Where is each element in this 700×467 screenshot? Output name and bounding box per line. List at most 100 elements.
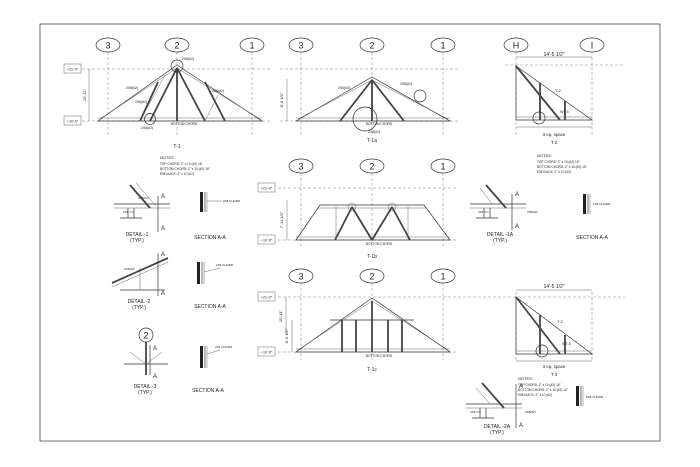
section-marker: A <box>515 224 519 230</box>
spacing-note: 3 eq. space <box>543 132 566 137</box>
notes-line: TOP CHORD: 2" x 10 (#2) 16" <box>537 160 580 164</box>
section-marker: A <box>161 291 165 297</box>
grid-label: 2 <box>369 162 374 172</box>
height-dimension: 10'-11" <box>278 309 283 322</box>
notes-line: BOTTOM CHORD: 2" x 10 (#2) 16" <box>160 167 210 171</box>
section-callout: 2X8 CHORD <box>223 199 241 203</box>
member-label: 2X8(#2) <box>368 130 380 134</box>
member-label: T-2 <box>557 319 564 324</box>
detail-2a: A A 2X8 T.C. 2X8(#2) DETAIL -2A (TYP.) <box>466 382 536 436</box>
member-label: BOTTOM CHORD <box>366 354 393 358</box>
detail-title: DETAIL -2A <box>484 424 511 430</box>
notes-heading: NOTES: <box>160 155 175 160</box>
notes-line: TOP CHORD: 2" x 10 (#2) 16" <box>160 162 203 166</box>
grid-label: 3 <box>298 272 303 282</box>
grid-label: 2 <box>174 41 179 51</box>
section-marker: A <box>153 346 157 352</box>
notes-block: NOTES: TOP CHORD: 2" x 10 (#2) 16" BOTTO… <box>160 155 210 176</box>
member-label: WT-5 <box>560 110 569 114</box>
section-callout: 2X6 CHORD <box>216 263 234 267</box>
section-title: SECTION A-A <box>194 235 226 241</box>
elevation-tag: +10'-6" <box>261 239 273 243</box>
truss-label: T-1c <box>367 367 377 373</box>
detail-1: A A 2X8 T.C. 2X8(#2) DETAIL -1 (TYP.) <box>114 182 170 244</box>
detail-title: DETAIL -1 <box>126 232 149 238</box>
section-marker: A <box>161 226 165 232</box>
height-dimension: 8'-0 1/2" <box>284 328 289 343</box>
truss-t3: 14'-5 1/2" T-2 WT-5 3 eq. space T-3 <box>515 284 594 377</box>
detail-subtitle: (TYP.) <box>132 305 146 311</box>
truss-t1a: 3 2 1 8'-0 1/2" 2X6(#2) 2X8(#2) BOTTOM C… <box>279 37 460 144</box>
section-a-a-2: 2X6 CHORD SECTION A-A <box>194 262 234 310</box>
detail-subtitle: (TYP.) <box>490 430 504 436</box>
member-label: 2X6(#2) <box>135 100 147 104</box>
grid-label: 2 <box>369 41 374 51</box>
section-a-a-1a: 2X8 CHORD SECTION A-A <box>576 194 611 241</box>
truss-t1b: 3 2 1 +21'-0" +10'-6" 7'-11 1/2" BOTTOM … <box>257 158 458 260</box>
grid-label: I <box>591 41 594 51</box>
height-dimension: 8'-0 1/2" <box>279 92 284 107</box>
notes-block: NOTES: TOP CHORD: 2" x 10 (#2) 16" BOTTO… <box>537 153 587 174</box>
truss-label: T-1 <box>173 144 180 150</box>
grid-label: 3 <box>105 41 110 51</box>
notes-line: END/JACK: 2" x 10 (#2) <box>518 393 552 397</box>
sheet-border <box>39 23 661 442</box>
member-label: 2X8(#2) <box>527 210 538 214</box>
member-label: 2X8(#2) <box>138 196 149 200</box>
member-label: 2X8 T.C. <box>470 410 482 414</box>
member-label: 2X8(#2) <box>182 57 194 61</box>
grid-label: 3 <box>298 41 303 51</box>
section-title: SECTION A-A <box>192 388 224 394</box>
height-dimension: 10'-11" <box>82 88 87 101</box>
elevation-tag: +10'-6" <box>67 120 79 124</box>
section-title: SECTION A-A <box>194 304 226 310</box>
member-label: 2X8 T.C. <box>478 210 490 214</box>
notes-line: TOP CHORD: 2" x 10 (#2) 16" <box>518 383 561 387</box>
section-a-a-2a: 2X8 CHORD <box>576 386 604 406</box>
detail-3: 2 A A DETAIL -3 (TYP.) <box>124 327 168 396</box>
member-label: BOTTOM CHORD <box>171 122 198 126</box>
truss-label: T-1b <box>367 254 377 260</box>
height-dimension: 7'-11 1/2" <box>279 211 284 228</box>
truss-label: T-3 <box>551 372 558 377</box>
grid-label: 1 <box>249 41 254 51</box>
member-label: 2X6(#2) <box>124 267 135 271</box>
grid-label: 1 <box>440 272 445 282</box>
notes-heading: NOTES: <box>537 153 552 158</box>
detail-reference: 2 <box>143 331 148 341</box>
notes-line: BOTTOM CHORD: 2" x 10 (#2) 16" <box>537 165 587 169</box>
section-callout: 2X6 CHORD <box>215 345 233 349</box>
section-a-a-3: 2X6 CHORD SECTION A-A <box>192 345 233 394</box>
grid-bubbles: 3 2 1 <box>95 37 265 53</box>
truss-t1c: 3 2 1 +21'-0" +10'-6" 10'-11" 8'-0 1/2" … <box>257 268 625 373</box>
section-a-a-1: 2X8 CHORD SECTION A-A <box>194 192 241 241</box>
notes-block: NOTES: TOP CHORD: 2" x 10 (#2) 16" BOTTO… <box>518 376 568 397</box>
member-label: 2X8(#2) <box>141 126 153 130</box>
section-callout: 2X8 CHORD <box>593 202 611 206</box>
section-marker: A <box>153 374 157 380</box>
grid-label: 1 <box>440 162 445 172</box>
elevation-tag: +21'-0" <box>261 296 273 300</box>
member-label: WT-5 <box>562 342 571 346</box>
truss-label: T-1a <box>367 138 377 144</box>
notes-line: END/JACK: 2" x 10 (#2) <box>537 170 571 174</box>
truss-label: T-2 <box>551 140 558 145</box>
member-label: BOTTOM CHORD <box>366 242 393 246</box>
grid-label: H <box>513 41 520 51</box>
member-label: BOTTOM CHORD <box>366 122 393 126</box>
truss-t2: H I 14'-5 1/2" T-2 WT-5 3 eq. space T-2 <box>503 37 625 145</box>
member-label: 2X6(#2) <box>212 89 224 93</box>
section-marker: A <box>519 384 523 390</box>
elevation-tag: +21'-0" <box>261 187 273 191</box>
section-marker: A <box>515 192 519 198</box>
span-dimension: 14'-5 1/2" <box>543 52 564 58</box>
detail-2: A A 2X6(#2) DETAIL -2 (TYP.) <box>111 252 169 311</box>
grid-label: 3 <box>298 162 303 172</box>
grid-label: 2 <box>369 272 374 282</box>
detail-subtitle: (TYP.) <box>493 238 507 244</box>
grid-bubbles: 3 2 1 <box>288 37 456 53</box>
section-marker: A <box>161 194 165 200</box>
member-label: 2X8(#2) <box>400 82 412 86</box>
detail-subtitle: (TYP.) <box>138 390 152 396</box>
detail-1a: A A 2X8 T.C. 2X8(#2) DETAIL -1A (TYP.) <box>470 184 538 244</box>
